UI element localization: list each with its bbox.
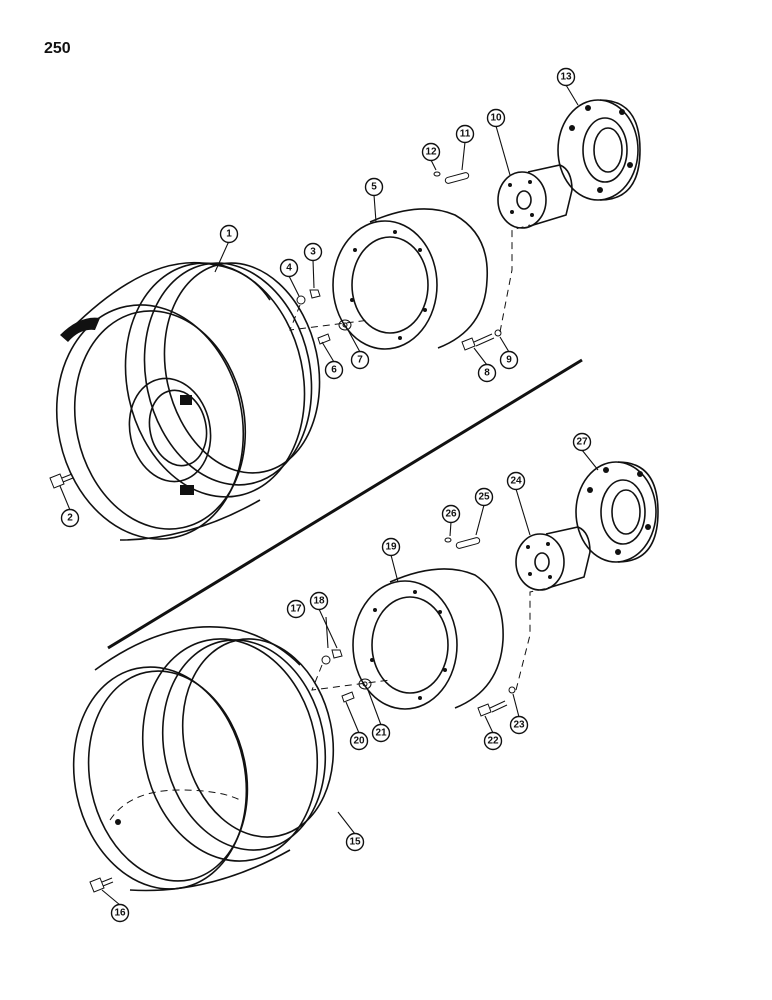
callout-26: 26 xyxy=(441,504,461,524)
svg-text:15: 15 xyxy=(349,837,361,848)
svg-text:16: 16 xyxy=(114,908,126,919)
lower-brake-drum xyxy=(352,568,504,710)
svg-text:7: 7 xyxy=(357,355,363,366)
callout-13: 13 xyxy=(556,67,576,87)
upper-dashed-hub-line xyxy=(499,224,531,333)
svg-text:6: 6 xyxy=(331,365,337,376)
svg-text:4: 4 xyxy=(286,263,292,274)
svg-text:27: 27 xyxy=(576,437,588,448)
callout-18: 18 xyxy=(309,591,329,611)
callout-11: 11 xyxy=(455,124,475,144)
svg-text:22: 22 xyxy=(487,736,499,747)
callout-12: 12 xyxy=(421,142,441,162)
lower-key-and-pin xyxy=(444,537,481,549)
svg-text:5: 5 xyxy=(371,182,377,193)
callout-19: 19 xyxy=(381,537,401,557)
callout-27: 27 xyxy=(572,432,592,452)
callout-2: 2 xyxy=(60,508,80,528)
svg-text:18: 18 xyxy=(313,596,325,607)
callout-24: 24 xyxy=(506,471,526,491)
svg-text:13: 13 xyxy=(560,72,572,83)
callout-17: 17 xyxy=(286,599,306,619)
callout-16: 16 xyxy=(110,903,130,923)
upper-brake-drum xyxy=(332,208,489,350)
svg-text:12: 12 xyxy=(425,147,437,158)
svg-text:23: 23 xyxy=(513,720,525,731)
callout-3: 3 xyxy=(303,242,323,262)
upper-hub-flange xyxy=(557,99,641,201)
svg-text:17: 17 xyxy=(290,604,302,615)
svg-text:3: 3 xyxy=(310,247,316,258)
svg-text:21: 21 xyxy=(375,728,387,739)
svg-text:9: 9 xyxy=(506,355,512,366)
svg-text:10: 10 xyxy=(490,113,502,124)
lower-wheel-rim xyxy=(72,626,335,892)
callout-23: 23 xyxy=(509,715,529,735)
assembly-divider-line xyxy=(107,358,583,650)
lower-hub xyxy=(515,526,591,591)
callout-4: 4 xyxy=(279,258,299,278)
svg-text:19: 19 xyxy=(385,542,397,553)
callout-22: 22 xyxy=(483,731,503,751)
svg-text:8: 8 xyxy=(484,368,490,379)
upper-key-and-pin xyxy=(433,171,470,184)
svg-text:20: 20 xyxy=(353,736,365,747)
svg-text:26: 26 xyxy=(445,509,457,520)
callout-20: 20 xyxy=(349,731,369,751)
callout-1: 1 xyxy=(219,224,239,244)
lower-small-hardware xyxy=(321,649,516,717)
upper-small-hardware xyxy=(296,289,502,351)
upper-hub xyxy=(497,164,573,229)
callout-25: 25 xyxy=(474,487,494,507)
lower-wheel-bolt xyxy=(89,877,114,893)
upper-dashed-assembly-line xyxy=(289,304,371,331)
upper-wheel-rim xyxy=(55,261,321,541)
callout-8: 8 xyxy=(477,363,497,383)
callout-15: 15 xyxy=(345,832,365,852)
callout-9: 9 xyxy=(499,350,519,370)
leader-lines xyxy=(59,84,599,906)
svg-text:11: 11 xyxy=(460,129,471,140)
page-number: 250 xyxy=(44,40,71,57)
lower-dashed-hub-line xyxy=(515,587,549,691)
svg-text:24: 24 xyxy=(510,476,522,487)
svg-text:1: 1 xyxy=(226,229,232,240)
upper-wheel-bolt xyxy=(49,473,74,489)
lower-hub-flange xyxy=(575,461,659,563)
callout-21: 21 xyxy=(371,723,391,743)
callout-6: 6 xyxy=(324,360,344,380)
callout-7: 7 xyxy=(350,350,370,370)
callout-5: 5 xyxy=(364,177,384,197)
callout-10: 10 xyxy=(486,108,506,128)
svg-text:25: 25 xyxy=(478,492,490,503)
lower-dashed-assembly-line xyxy=(311,664,391,691)
svg-text:2: 2 xyxy=(67,513,73,524)
